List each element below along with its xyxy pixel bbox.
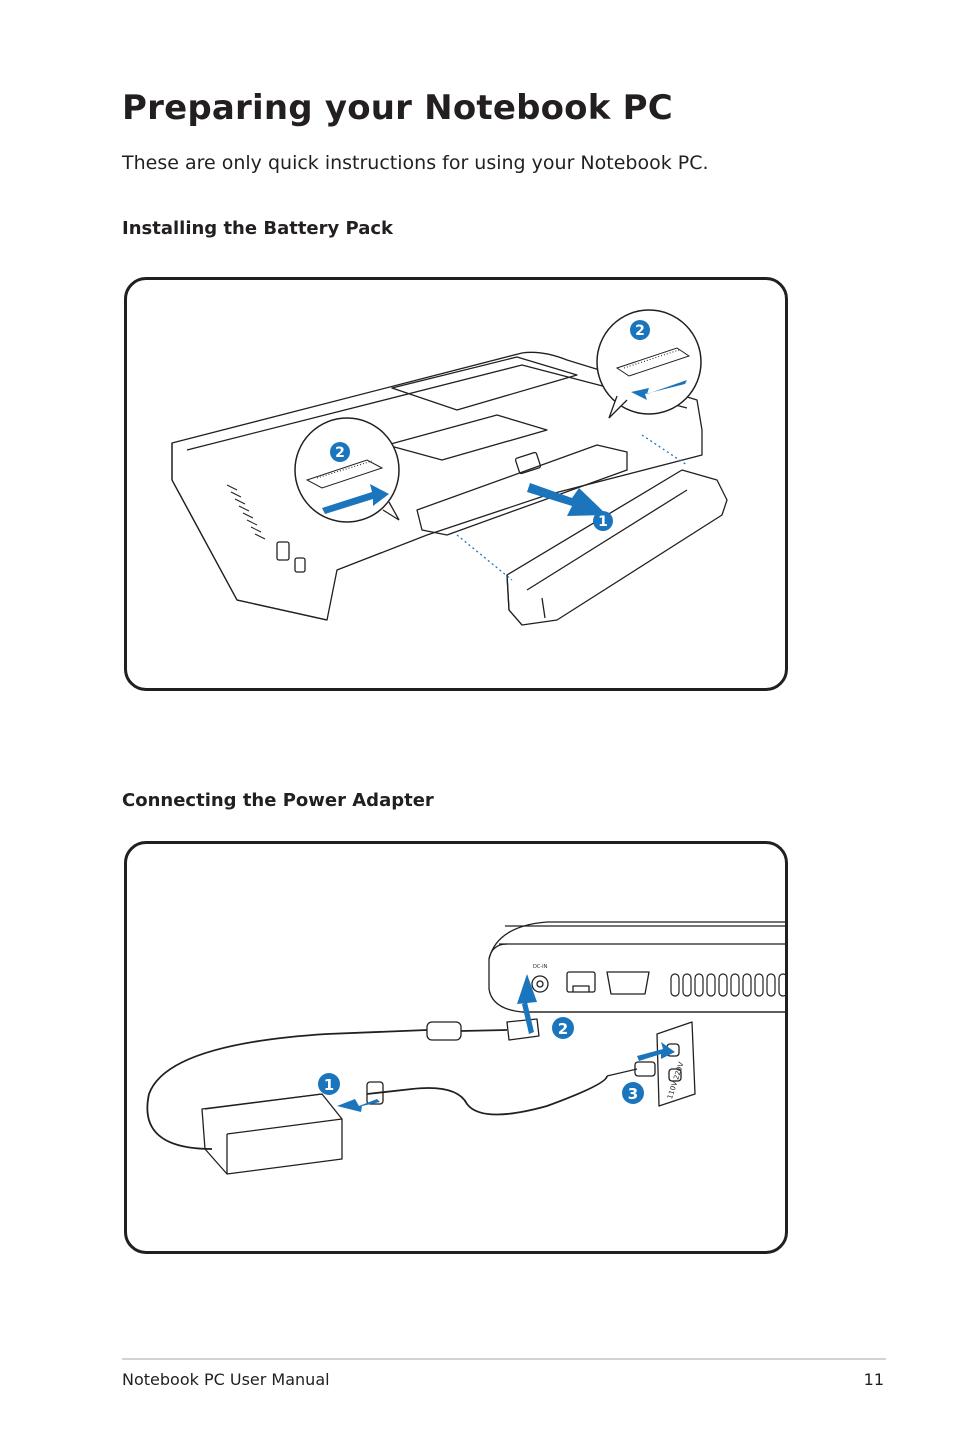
footer-divider	[122, 1358, 886, 1360]
wall-outlet	[656, 1021, 696, 1107]
battery-illustration: 2 2 1	[171, 309, 728, 626]
footer-manual-name: Notebook PC User Manual	[122, 1370, 330, 1389]
battery-illustration-frame: 2 2 1	[124, 277, 788, 691]
power-section-heading: Connecting the Power Adapter	[122, 790, 434, 811]
power-illustration: DC-IN 110V-220V 1 2 3	[146, 921, 785, 1175]
power-adapter	[201, 1093, 343, 1175]
page-title: Preparing your Notebook PC	[122, 88, 673, 128]
footer-page-number: 11	[863, 1370, 884, 1389]
power-illustration-frame: DC-IN 110V-220V 1 2 3	[124, 841, 788, 1254]
intro-text: These are only quick instructions for us…	[122, 152, 709, 174]
notebook-body	[171, 351, 703, 621]
power-step-3: 3	[628, 1085, 638, 1103]
power-step-2: 2	[558, 1020, 568, 1038]
step-badge-2b: 2	[635, 323, 645, 339]
insert-arrow	[527, 483, 607, 516]
power-step-1: 1	[324, 1076, 334, 1094]
dc-in-label: DC-IN	[533, 964, 548, 970]
latch-zoom-left: 2	[294, 417, 400, 523]
battery-section-heading: Installing the Battery Pack	[122, 218, 394, 239]
step-badge-2a: 2	[335, 445, 345, 461]
outlet-voltage-label: 110V-220V	[666, 1061, 686, 1100]
latch-zoom-right: 2	[596, 309, 702, 419]
dc-in-port	[531, 975, 549, 993]
notebook-side	[488, 943, 785, 1013]
step-badge-1: 1	[598, 514, 608, 530]
